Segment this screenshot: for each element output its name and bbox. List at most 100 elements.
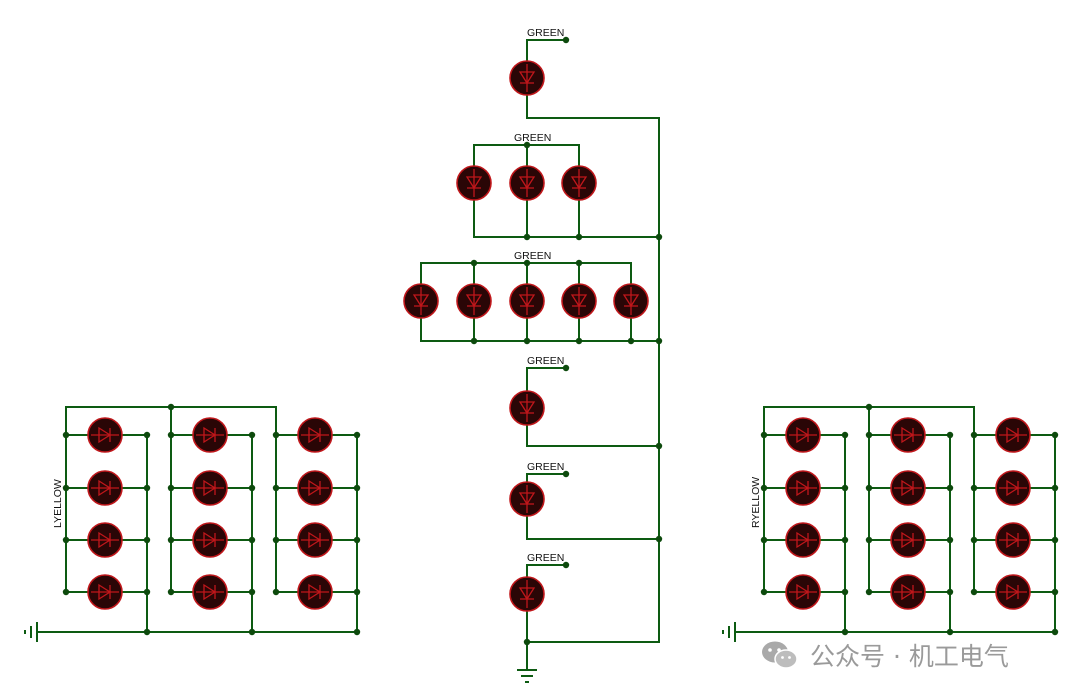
junction-node — [865, 536, 873, 544]
net-label-green: GREEN — [514, 132, 551, 144]
junction-node — [470, 337, 478, 345]
junction-node — [865, 484, 873, 492]
junction-node — [946, 484, 954, 492]
ground-symbol — [24, 622, 38, 642]
junction-node — [62, 588, 70, 596]
junction-node — [143, 431, 151, 439]
led — [509, 481, 545, 517]
junction-node — [353, 484, 361, 492]
junction-node — [760, 588, 768, 596]
led — [297, 470, 333, 506]
led — [995, 470, 1031, 506]
junction-node — [575, 259, 583, 267]
led — [509, 283, 545, 319]
led — [297, 417, 333, 453]
junction-node — [562, 364, 570, 372]
junction-node — [523, 337, 531, 345]
led — [995, 417, 1031, 453]
junction-node — [655, 535, 663, 543]
junction-node — [1051, 536, 1059, 544]
junction-node — [272, 536, 280, 544]
junction-node — [655, 337, 663, 345]
junction-node — [248, 431, 256, 439]
ground-symbol — [722, 622, 736, 642]
junction-node — [62, 431, 70, 439]
led — [87, 574, 123, 610]
junction-node — [841, 536, 849, 544]
single-led-wire — [526, 473, 660, 540]
led — [995, 574, 1031, 610]
led — [192, 417, 228, 453]
bus-wire — [526, 39, 660, 643]
ground-symbol — [517, 669, 537, 683]
junction-node — [523, 259, 531, 267]
led — [561, 165, 597, 201]
junction-node — [970, 484, 978, 492]
junction-node — [167, 588, 175, 596]
junction-node — [760, 431, 768, 439]
net-label-green: GREEN — [527, 27, 564, 39]
junction-nodes — [62, 36, 1059, 646]
led — [192, 470, 228, 506]
junction-node — [865, 403, 873, 411]
junction-node — [143, 588, 151, 596]
led — [785, 574, 821, 610]
led — [785, 417, 821, 453]
junction-node — [353, 536, 361, 544]
junction-node — [143, 628, 151, 636]
watermark-text: 公众号 · 机工电气 — [810, 642, 1009, 671]
net-label-ryellow: RYELLOW — [750, 477, 762, 528]
junction-node — [946, 431, 954, 439]
led — [890, 470, 926, 506]
junction-node — [143, 536, 151, 544]
led — [297, 574, 333, 610]
junction-node — [248, 588, 256, 596]
junction-node — [841, 628, 849, 636]
led — [561, 283, 597, 319]
led — [192, 574, 228, 610]
junction-node — [353, 588, 361, 596]
junction-node — [167, 431, 175, 439]
watermark: 公众号 · 机工电气 — [760, 638, 1009, 672]
wechat-logo-icon — [762, 641, 798, 669]
led — [456, 165, 492, 201]
led — [87, 470, 123, 506]
junction-node — [1051, 588, 1059, 596]
led — [613, 283, 649, 319]
net-label-green: GREEN — [527, 355, 564, 367]
led — [890, 574, 926, 610]
junction-node — [575, 233, 583, 241]
net-label-lyellow: LYELLOW — [52, 479, 64, 528]
led — [509, 165, 545, 201]
led — [87, 417, 123, 453]
junction-node — [946, 588, 954, 596]
junction-node — [841, 484, 849, 492]
junction-node — [62, 536, 70, 544]
led — [890, 417, 926, 453]
junction-node — [248, 484, 256, 492]
junction-node — [627, 337, 635, 345]
junction-node — [167, 484, 175, 492]
junction-node — [1051, 431, 1059, 439]
led — [509, 576, 545, 612]
net-label-green: GREEN — [514, 250, 551, 262]
junction-node — [167, 536, 175, 544]
led — [87, 522, 123, 558]
led — [890, 522, 926, 558]
grounds — [24, 622, 736, 683]
junction-node — [272, 431, 280, 439]
junction-node — [248, 628, 256, 636]
junction-node — [1051, 628, 1059, 636]
junction-node — [970, 588, 978, 596]
junction-node — [248, 536, 256, 544]
led — [456, 283, 492, 319]
junction-node — [272, 484, 280, 492]
junction-node — [841, 588, 849, 596]
junction-node — [167, 403, 175, 411]
junction-node — [655, 233, 663, 241]
junction-node — [272, 588, 280, 596]
junction-node — [760, 484, 768, 492]
junction-node — [523, 638, 531, 646]
